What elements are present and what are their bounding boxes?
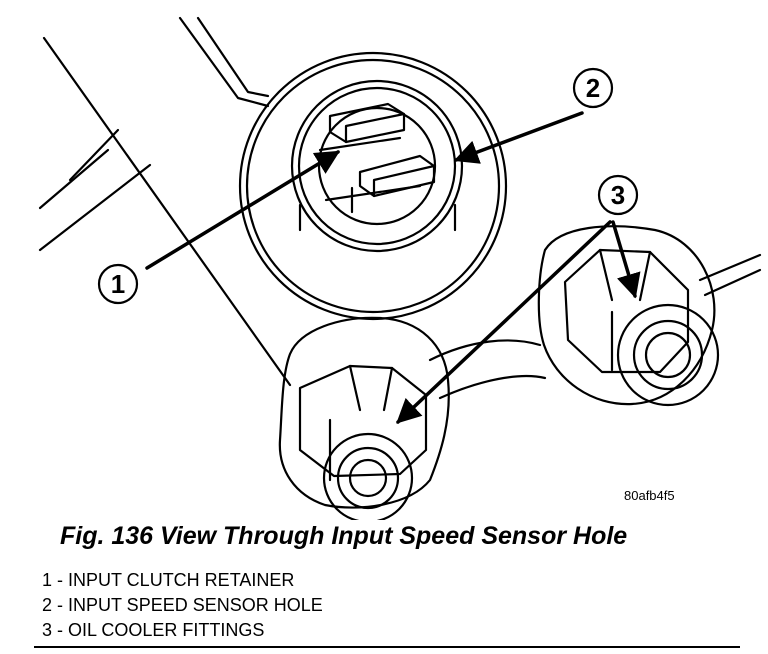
callout-2: 2: [572, 67, 614, 109]
leader-arrow-3a: [396, 220, 612, 424]
cooler-tube: [428, 339, 547, 400]
legend: 1 - INPUT CLUTCH RETAINER 2 - INPUT SPEE…: [42, 568, 323, 643]
clutch-retainer: [318, 102, 436, 214]
oil-cooler-fitting-right: [537, 225, 720, 407]
callout-3-label: 3: [611, 180, 625, 210]
legend-item: 1 - INPUT CLUTCH RETAINER: [42, 570, 295, 590]
oil-cooler-fitting-left: [278, 316, 450, 520]
bottom-rule: [34, 646, 740, 648]
callout-2-label: 2: [586, 73, 600, 103]
figure-caption: Fig. 136 View Through Input Speed Sensor…: [60, 522, 628, 550]
leader-arrow-1: [145, 150, 341, 270]
callout-1-label: 1: [111, 269, 125, 299]
callout-1: 1: [97, 263, 139, 305]
image-id: 80afb4f5: [624, 488, 675, 503]
leader-arrow-3b: [611, 220, 641, 299]
illustration: 1 2 3: [38, 16, 762, 520]
legend-item: 3 - OIL COOLER FITTINGS: [42, 620, 265, 640]
housing-outline: [38, 16, 762, 387]
leader-arrow-2: [453, 111, 584, 164]
legend-item: 2 - INPUT SPEED SENSOR HOLE: [42, 595, 323, 615]
callout-3: 3: [597, 174, 639, 216]
